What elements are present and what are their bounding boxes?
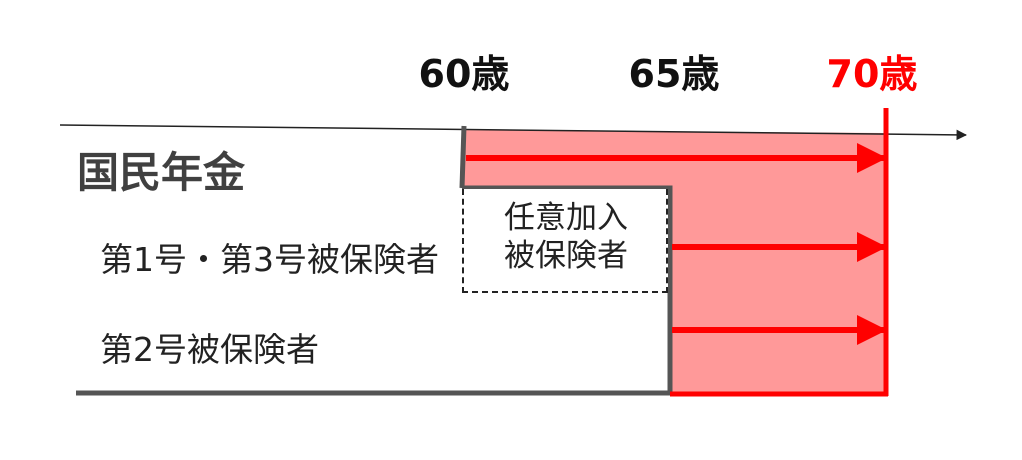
age-label-65: 65歳: [628, 52, 720, 96]
row-label-category-1-3: 第1号・第3号被保険者: [100, 240, 439, 279]
age-label-70: 70歳: [826, 52, 918, 96]
voluntary-line-2: 被保険者: [504, 238, 628, 274]
coverage-outline: [76, 185, 673, 396]
voluntary-enrollment-label: 任意加入 被保険者: [466, 199, 666, 275]
extended-coverage-area: [462, 130, 886, 392]
timeline-axis: [59, 124, 968, 141]
row-label-category-2: 第2号被保険者: [100, 330, 319, 369]
group-title: 国民年金: [77, 148, 246, 197]
band-left-border: [459, 125, 467, 189]
voluntary-line-1: 任意加入: [504, 200, 628, 236]
age-label-60: 60歳: [418, 52, 510, 96]
voluntary-enrollment-box: [462, 189, 668, 293]
